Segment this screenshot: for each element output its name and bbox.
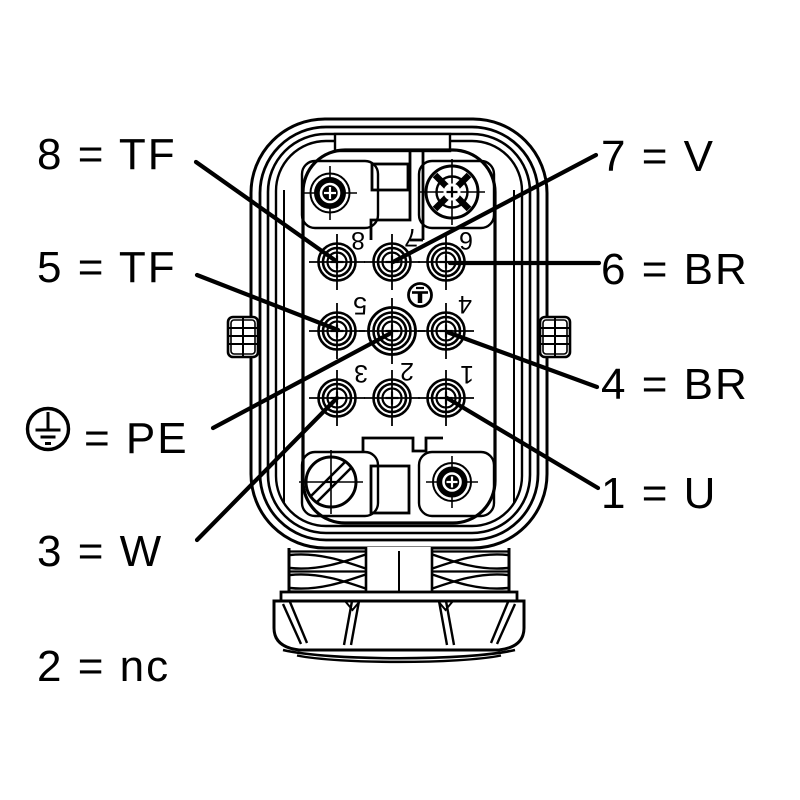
label-pin3: 3 = W bbox=[37, 527, 163, 576]
pin-labels-left: 8 = TF 5 = TF = PE 3 = W 2 = nc bbox=[25, 130, 189, 691]
leader-line-pin7 bbox=[390, 152, 599, 265]
pin-number-4: 4 bbox=[458, 290, 472, 318]
label-pin8: 8 = TF bbox=[37, 130, 177, 179]
pin-number-2: 2 bbox=[400, 357, 414, 385]
leader-line-pin5 bbox=[194, 272, 341, 333]
screw-top-left-icon bbox=[303, 166, 357, 220]
screw-bottom-right-icon bbox=[426, 456, 478, 508]
pin-pe bbox=[357, 296, 427, 366]
keying-feature-top bbox=[369, 152, 425, 242]
leader-line-pin-pe bbox=[210, 330, 394, 431]
pin-number-3: 3 bbox=[354, 359, 368, 387]
pin-number-1: 1 bbox=[460, 360, 474, 388]
thread-section bbox=[287, 547, 511, 593]
pin-labels-right: 7 = V 6 = BR 4 = BR 1 = U bbox=[601, 132, 749, 518]
label-pin6: 6 = BR bbox=[601, 245, 749, 294]
leader-line-pin3 bbox=[194, 395, 340, 543]
pin-number-6: 6 bbox=[459, 226, 473, 254]
screw-pocket-bottom-right bbox=[417, 450, 496, 518]
label-pin5: 5 = TF bbox=[37, 243, 177, 292]
screw-bottom-left-icon bbox=[299, 450, 363, 514]
pin-number-7: 7 bbox=[404, 223, 418, 251]
leader-line-pin4 bbox=[444, 329, 600, 390]
label-pin-pe: = PE bbox=[84, 414, 189, 463]
pin-number-8: 8 bbox=[351, 226, 365, 254]
leader-lines bbox=[193, 152, 602, 543]
cable-gland bbox=[272, 547, 526, 664]
side-latch-right bbox=[538, 315, 572, 359]
pin-number-5: 5 bbox=[353, 291, 367, 319]
connector-face bbox=[300, 148, 497, 525]
leader-line-pin8 bbox=[193, 159, 339, 264]
label-pin7: 7 = V bbox=[601, 132, 715, 181]
gland-nut bbox=[272, 599, 526, 664]
keying-feature-bottom bbox=[361, 436, 443, 515]
label-pin4: 4 = BR bbox=[601, 360, 749, 409]
screw-pocket-top-left bbox=[300, 159, 380, 230]
protective-earth-icon bbox=[25, 406, 71, 452]
leader-line-pin1 bbox=[444, 395, 601, 491]
label-pin1: 1 = U bbox=[601, 469, 717, 518]
pin-numbers: 8 7 6 5 4 3 2 1 bbox=[351, 223, 474, 388]
connector-hood bbox=[249, 117, 549, 550]
label-pin2: 2 = nc bbox=[37, 642, 170, 691]
screw-pocket-bottom-left bbox=[300, 450, 380, 518]
screw-top-right-icon bbox=[419, 159, 485, 225]
side-latch-left bbox=[226, 315, 260, 359]
pe-marker-icon bbox=[407, 282, 433, 308]
